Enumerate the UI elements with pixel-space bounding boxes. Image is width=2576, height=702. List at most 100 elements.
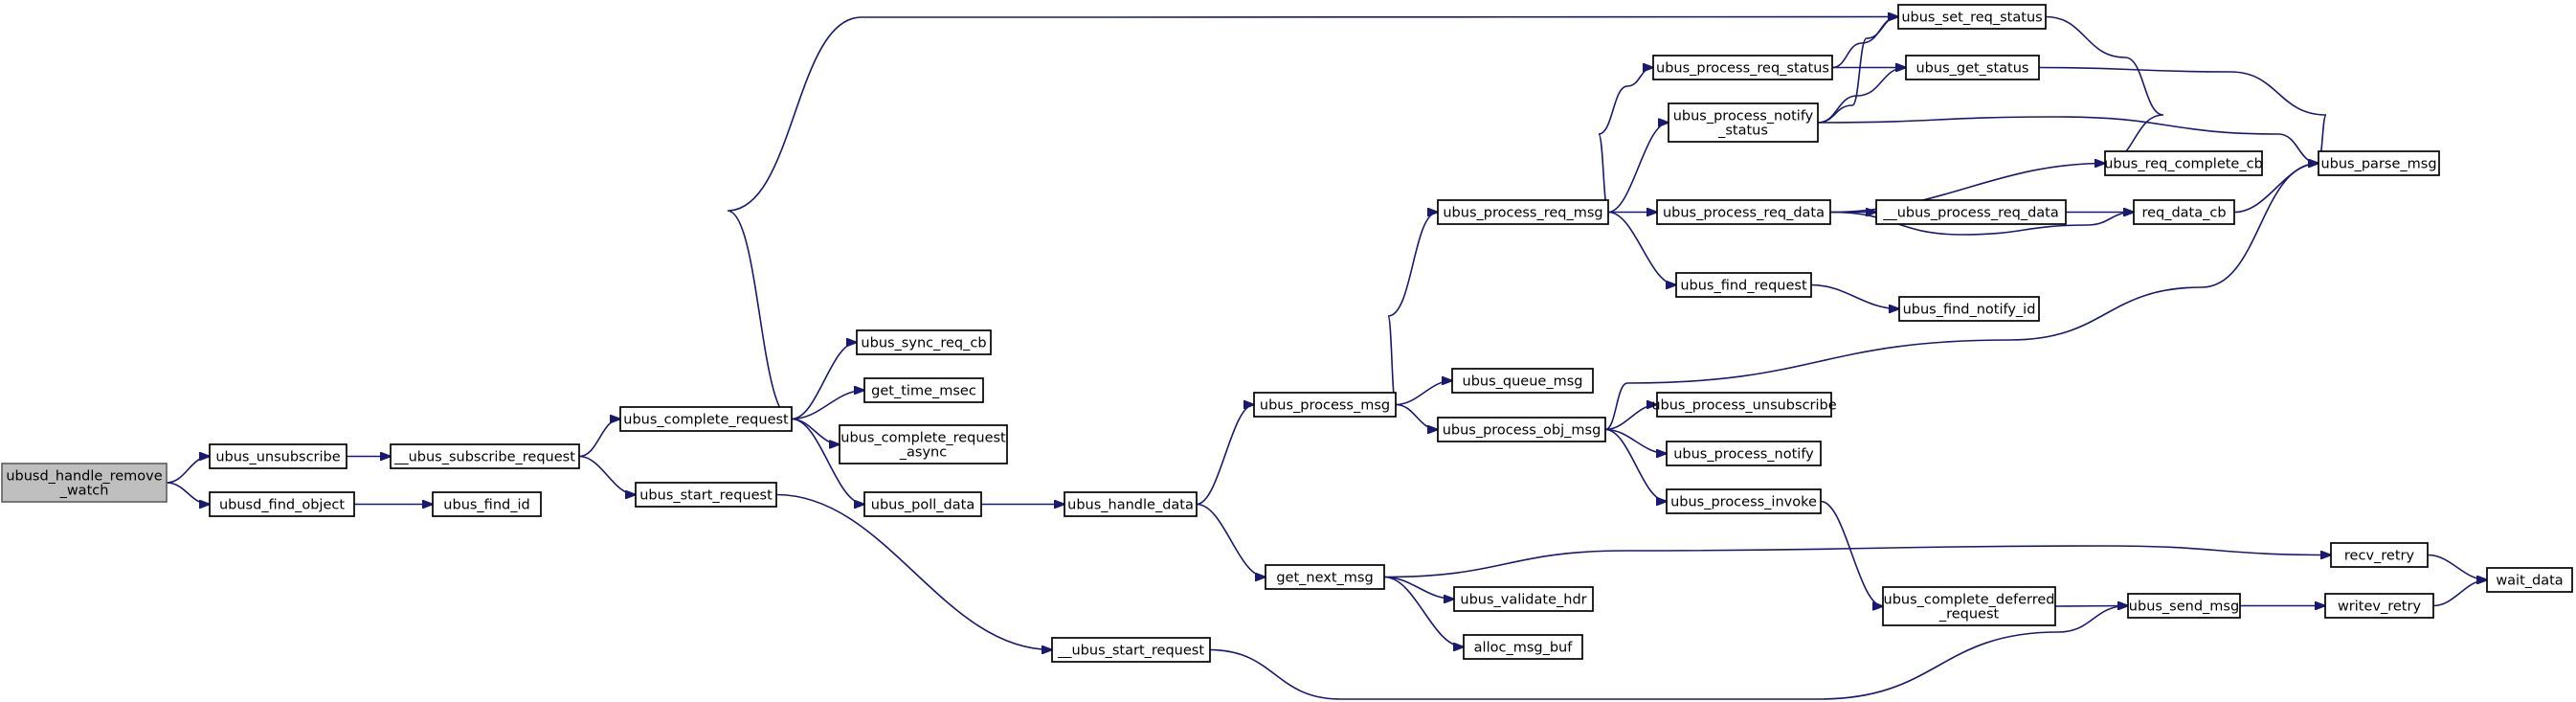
node-wait[interactable]: wait_data — [2486, 567, 2573, 593]
node-findreq[interactable]: ubus_find_request — [1675, 272, 1812, 298]
node-parse[interactable]: ubus_parse_msg — [2318, 150, 2440, 176]
node-box — [1064, 491, 1198, 517]
edge-setstatus-to-reqcomplete — [2045, 15, 2164, 164]
node-findobj[interactable]: ubusd_find_object — [209, 491, 355, 517]
node-box — [635, 482, 777, 508]
edge-getnext-to-validate — [1383, 576, 1454, 600]
node-pnotify[interactable]: ubus_process_notify — [1666, 441, 1822, 466]
node-box — [1437, 417, 1606, 442]
node-box — [1666, 441, 1822, 466]
edge-root-to-unsub — [166, 457, 210, 484]
node-sendmsg[interactable]: ubus_send_msg — [2127, 593, 2241, 619]
node-recv[interactable]: recv_retry — [2330, 542, 2429, 568]
node-queue[interactable]: ubus_queue_msg — [1451, 368, 1594, 394]
edge-findreq-to-findnotify — [1810, 283, 1899, 309]
node-punsub[interactable]: ubus_process_unsubscribe — [1651, 392, 1837, 418]
node-label: _async — [899, 445, 947, 461]
node-label: ubus_queue_msg — [1463, 374, 1583, 390]
node-poll[interactable]: ubus_poll_data — [863, 491, 982, 517]
node-box — [863, 377, 984, 403]
node-label: ubusd_find_object — [219, 498, 345, 513]
node-gettime[interactable]: get_time_msec — [863, 377, 984, 403]
edge-pmsg-to-pobj — [1395, 403, 1438, 430]
edge-startreq-to-ustart — [775, 493, 1052, 650]
node-reqcomplete[interactable]: ubus_req_complete_cb — [2104, 150, 2263, 176]
node-label: ubus_complete_request — [840, 431, 1006, 446]
node-findnotify[interactable]: ubus_find_notify_id — [1898, 296, 2040, 322]
edge-preqmsg-to-pnotifystatus — [1607, 123, 1669, 214]
node-findid[interactable]: ubus_find_id — [432, 491, 542, 517]
node-box — [2324, 593, 2434, 619]
node-label: ubus_process_notify — [1673, 447, 1814, 463]
edge-subreq-to-complete — [578, 419, 620, 458]
node-validate[interactable]: ubus_validate_hdr — [1453, 586, 1594, 612]
node-preqstatus[interactable]: ubus_process_req_status — [1652, 55, 1833, 80]
edge-reqdatacb-to-parse — [2233, 164, 2318, 214]
node-box — [1875, 199, 2067, 225]
node-label: ubus_poll_data — [871, 498, 974, 513]
node-box — [1656, 199, 1831, 225]
edge-preqmsg-to-preqstatus — [1598, 68, 1653, 214]
node-box — [432, 491, 542, 517]
node-box — [839, 424, 1008, 464]
node-box — [1451, 368, 1594, 394]
edge-subreq-to-startreq — [578, 455, 636, 495]
node-label: ubus_process_obj_msg — [1443, 423, 1602, 439]
node-label: ubus_send_msg — [2129, 600, 2239, 615]
edge-pnotifystatus-to-parse — [1817, 116, 2318, 164]
node-complete[interactable]: ubus_complete_request — [619, 406, 793, 432]
node-pnotifystatus[interactable]: ubus_process_notify_status — [1668, 102, 1819, 143]
node-label: ubus_process_req_msg — [1443, 206, 1602, 221]
node-synccb[interactable]: ubus_sync_req_cb — [856, 329, 992, 355]
node-reqdatacb[interactable]: req_data_cb — [2133, 199, 2235, 225]
node-box — [2330, 542, 2429, 568]
edge-recv-to-wait — [2427, 554, 2487, 580]
node-getnext[interactable]: get_next_msg — [1265, 564, 1385, 590]
node-label: ubus_set_req_status — [1901, 11, 2042, 26]
node-alloc[interactable]: alloc_msg_buf — [1463, 634, 1583, 660]
edge-pobj-to-parse — [1604, 164, 2318, 431]
node-preqmsg[interactable]: ubus_process_req_msg — [1437, 199, 1609, 225]
edge-getstatus-to-parse — [2038, 66, 2326, 164]
node-label: ubus_process_invoke — [1670, 495, 1817, 510]
node-startreq[interactable]: ubus_start_request — [635, 482, 777, 508]
node-label: ubus_sync_req_cb — [861, 336, 986, 351]
node-box — [1253, 392, 1397, 418]
edge-ustart-to-sendmsg — [1209, 606, 2128, 700]
node-label: ubus_validate_hdr — [1460, 593, 1586, 608]
node-label: ubus_find_request — [1680, 279, 1807, 294]
node-writev[interactable]: writev_retry — [2324, 593, 2434, 619]
node-pobj[interactable]: ubus_process_obj_msg — [1437, 417, 1606, 442]
node-unsub[interactable]: ubus_unsubscribe — [209, 443, 347, 469]
node-handle[interactable]: ubus_handle_data — [1064, 491, 1198, 517]
edges-layer — [166, 15, 2487, 700]
node-root[interactable]: ubusd_handle_remove_watch — [1, 463, 168, 503]
node-ustart[interactable]: __ubus_start_request — [1051, 637, 1211, 663]
node-getstatus[interactable]: ubus_get_status — [1905, 55, 2040, 80]
node-label: __ubus_start_request — [1057, 644, 1204, 659]
node-box — [209, 443, 347, 469]
node-label: ubus_process_req_status — [1656, 61, 1829, 77]
node-label: ubus_req_complete_cb — [2104, 157, 2263, 172]
node-box — [856, 329, 992, 355]
node-uupreqdata[interactable]: __ubus_process_req_data — [1875, 199, 2067, 225]
node-label: ubus_find_id — [443, 498, 529, 513]
node-setstatus[interactable]: ubus_set_req_status — [1897, 4, 2047, 30]
node-box — [1656, 392, 1832, 418]
node-subreq[interactable]: __ubus_subscribe_request — [390, 443, 580, 469]
node-box — [1652, 55, 1833, 80]
node-pinvoke[interactable]: ubus_process_invoke — [1666, 488, 1822, 514]
edge-writev-to-wait — [2432, 580, 2487, 607]
node-box — [1437, 199, 1609, 225]
node-label: _request — [1938, 607, 2000, 623]
node-cdr[interactable]: ubus_complete_deferred_request — [1882, 586, 2056, 626]
node-preqdata[interactable]: ubus_process_req_data — [1656, 199, 1831, 225]
edge-pobj-to-pnotify — [1604, 428, 1667, 454]
node-pmsg[interactable]: ubus_process_msg — [1253, 392, 1397, 418]
node-label: alloc_msg_buf — [1474, 641, 1574, 656]
edge-pmsg-to-queue — [1395, 381, 1452, 406]
node-box — [2133, 199, 2235, 225]
edge-pobj-to-pinvoke — [1604, 428, 1667, 502]
node-cra[interactable]: ubus_complete_request_async — [839, 424, 1008, 464]
